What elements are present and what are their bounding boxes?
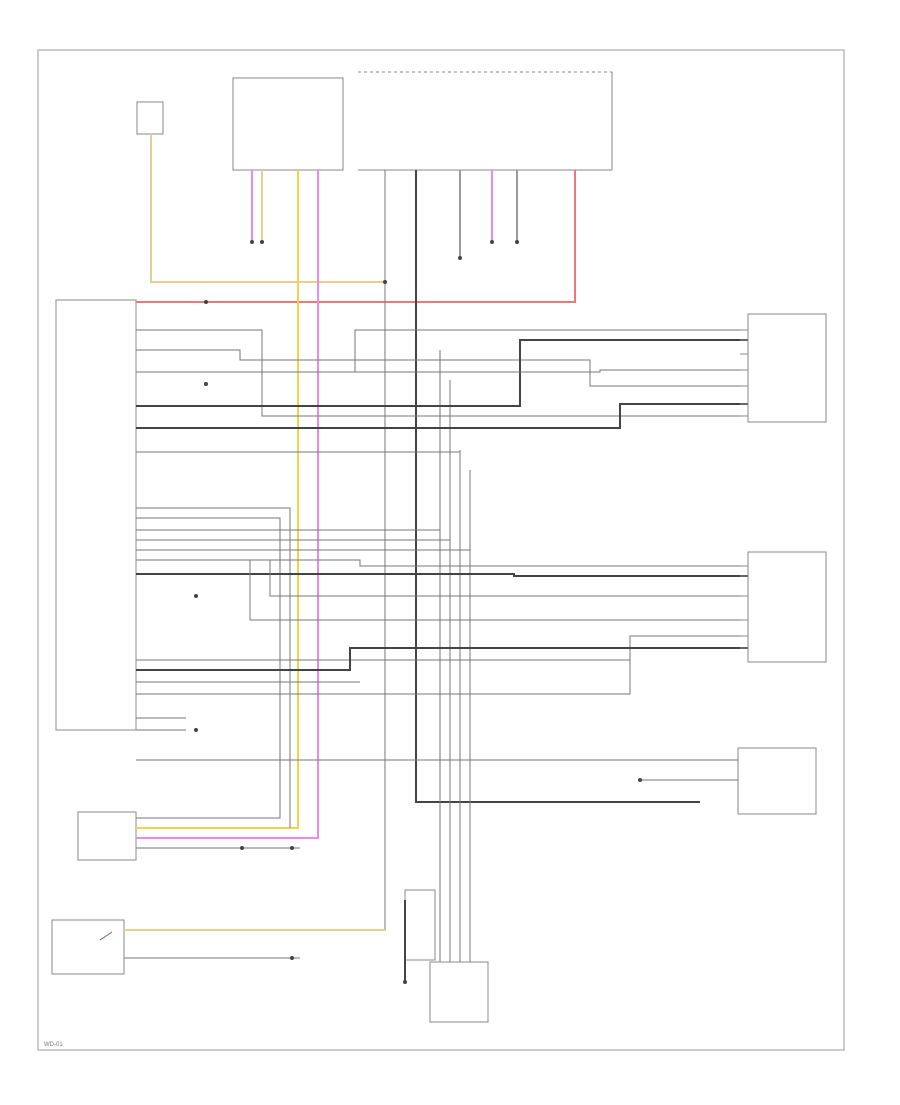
wire-h-p [249,560,748,621]
wire-h-g [136,369,748,373]
bottom-left-switch-box [51,919,125,975]
wire-h-o [136,559,748,597]
right-top-connector [747,313,827,423]
wire-h-d [136,339,748,407]
wire-h-m [136,559,748,567]
wire-black-trunk [415,170,700,803]
right-mid-pins [740,565,748,649]
bottom-connector-box-2 [404,889,436,961]
wire-tan-sensor [150,134,385,283]
splice-dot-6 [638,778,642,782]
splice-dot-4 [194,594,198,598]
splice-dot-10 [403,980,407,984]
splice-dot-13 [260,240,264,244]
wire-h-t [136,660,631,695]
splice-dot-7 [240,846,244,850]
top-module-box-left [232,77,344,171]
lower-left-switch-box [77,811,137,861]
footer-code: WD-01 [44,1042,63,1048]
right-mid-connector [747,551,827,663]
splice-dot-5 [194,728,198,732]
wire-h-c [136,329,748,373]
splice-dot-9 [290,956,294,960]
wire-red-supply [136,170,576,303]
bottom-connector-box [429,961,489,1023]
splice-dot-3 [204,382,208,386]
splice-dot-1 [383,280,387,284]
wire-h-e [136,403,748,429]
wire-h-a [136,329,748,417]
wire-h-i [136,517,281,819]
wire-yellow [136,170,299,829]
wire-h-b [136,349,748,387]
wire-h-h [136,507,291,828]
diagram-frame [37,49,845,1051]
splice-dot-14 [490,240,494,244]
cluster-module-box [55,299,137,731]
right-top-pins [740,329,748,417]
splice-dot-2 [204,300,208,304]
top-left-sensor-box [136,101,164,135]
splice-dot-8 [290,846,294,850]
wire-h-r [136,647,748,671]
top-module-box-right [358,71,613,171]
splice-dot-11 [458,256,462,260]
splice-dot-12 [250,240,254,244]
right-low-connector [737,747,817,815]
wire-pink [136,170,319,839]
splice-dot-15 [515,240,519,244]
wire-h-n [136,573,748,577]
switch-symbol [99,931,113,941]
